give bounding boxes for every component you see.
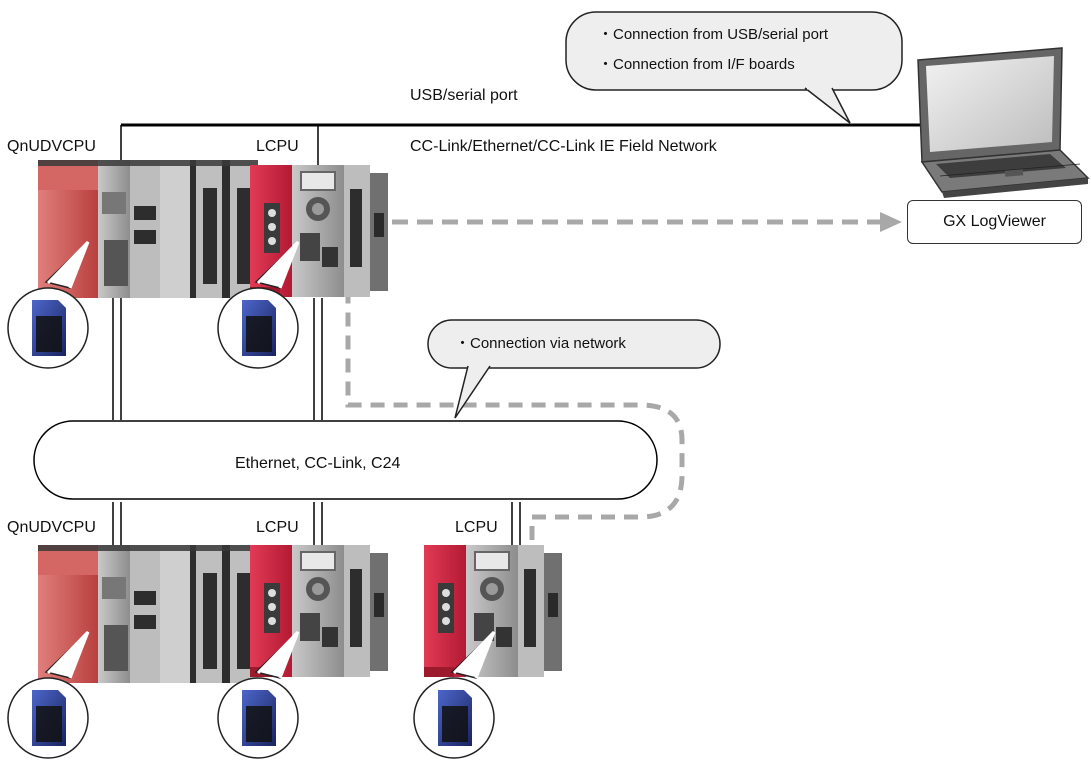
bottom-lcpu-unit-2	[424, 545, 562, 677]
bottom-cpu-label-lcpu-2: LCPU	[455, 519, 498, 536]
dashed-arrow-to-gxlogviewer	[392, 212, 902, 232]
bottom-cpu-label-qnudvcpu: QnUDVCPU	[7, 519, 96, 536]
network-connection-callout	[427, 319, 721, 419]
gx-logviewer-box: GX LogViewer	[907, 200, 1082, 244]
network-loop	[33, 420, 658, 500]
usb-connection-callout	[565, 11, 903, 124]
top-cpu-label-lcpu: LCPU	[256, 138, 299, 155]
bottom-cpu-label-lcpu-1: LCPU	[256, 519, 299, 536]
network-type-label: CC-Link/Ethernet/CC-Link IE Field Networ…	[410, 138, 717, 155]
laptop-icon	[917, 47, 1090, 198]
callout-line-if-boards: ・Connection from I/F boards	[598, 56, 795, 73]
callout-line-network: ・Connection via network	[455, 335, 626, 352]
top-cpu-label-qnudvcpu: QnUDVCPU	[7, 138, 96, 155]
dashed-network-path	[345, 290, 685, 540]
network-drop-lines	[112, 298, 521, 545]
lower-network-label: Ethernet, CC-Link, C24	[235, 455, 401, 472]
usb-serial-port-label: USB/serial port	[410, 87, 518, 104]
callout-line-usb: ・Connection from USB/serial port	[598, 26, 829, 43]
